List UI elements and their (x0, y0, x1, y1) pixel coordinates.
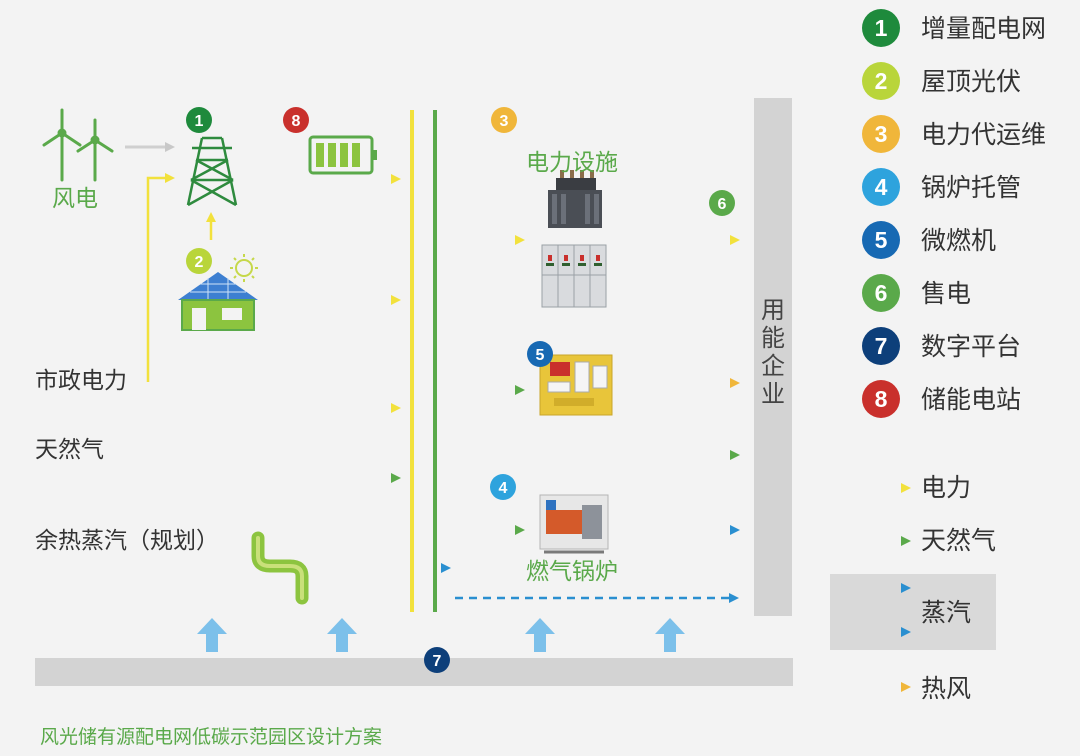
steam-legend-box (830, 574, 996, 650)
municipal-to-grid-line (146, 173, 175, 382)
svg-text:4: 4 (875, 174, 888, 200)
svg-text:5: 5 (536, 347, 545, 364)
legend-badge-4: 4 (862, 168, 900, 206)
municipal-power-label: 市政电力 (35, 368, 127, 394)
transmission-tower-icon (186, 136, 238, 207)
legend-badge-5: 5 (862, 221, 900, 259)
svg-text:8: 8 (292, 113, 301, 130)
wind-turbine-icon (42, 108, 114, 182)
flow-legend-hot-air: 热风 (921, 674, 972, 703)
legend-label-6: 售电 (921, 279, 972, 308)
user-enterprise-label: 用能企业 (761, 296, 785, 408)
svg-text:6: 6 (718, 196, 727, 213)
up-arrow-icon (525, 618, 555, 652)
legend-badges: 1 2 3 4 5 6 7 8 (862, 9, 900, 418)
legend-label-2: 屋顶光伏 (921, 67, 1022, 96)
svg-text:2: 2 (195, 254, 204, 271)
svg-text:3: 3 (500, 113, 509, 130)
badge-3: 3 (491, 107, 517, 133)
footer-caption: 风光储有源配电网低碳示范园区设计方案 (40, 726, 383, 748)
switchgear-icon (541, 244, 607, 308)
svg-text:4: 4 (499, 480, 508, 497)
up-arrows (197, 618, 685, 652)
legend-label-1: 增量配电网 (921, 14, 1047, 43)
badge-2: 2 (186, 248, 212, 274)
up-arrow-icon (327, 618, 357, 652)
legend-label-3: 电力代运维 (921, 120, 1047, 149)
legend-label-5: 微燃机 (921, 226, 997, 255)
flow-legend-power: 电力 (921, 473, 972, 502)
gas-boiler-label: 燃气锅炉 (526, 559, 618, 585)
svg-text:3: 3 (875, 121, 888, 147)
svg-text:7: 7 (433, 653, 442, 670)
svg-text:6: 6 (875, 280, 888, 306)
up-arrow-icon (655, 618, 685, 652)
legend-badge-1: 1 (862, 9, 900, 47)
svg-text:5: 5 (875, 227, 888, 253)
digital-platform-bar (35, 658, 793, 686)
legend-badge-6: 6 (862, 274, 900, 312)
legend-label-8: 储能电站 (921, 385, 1022, 414)
badge-5: 5 (527, 341, 553, 367)
badge-6: 6 (709, 190, 735, 216)
user-enterprise-bar (754, 98, 792, 616)
svg-text:2: 2 (875, 68, 888, 94)
solar-house-icon (178, 254, 258, 331)
legend-badge-8: 8 (862, 380, 900, 418)
legend-label-7: 数字平台 (921, 332, 1022, 361)
transformer-icon (548, 170, 602, 228)
micro-turbine-icon (539, 354, 613, 416)
up-arrow-icon (197, 618, 227, 652)
svg-text:1: 1 (875, 15, 888, 41)
badge-4: 4 (490, 474, 516, 500)
legend-label-4: 锅炉托管 (921, 173, 1022, 202)
power-facility-label: 电力设施 (526, 150, 618, 176)
battery-storage-icon (308, 135, 377, 175)
flow-legend-steam: 蒸汽 (921, 598, 972, 627)
wind-label: 风电 (52, 186, 98, 212)
legend-badge-7: 7 (862, 327, 900, 365)
legend-badge-3: 3 (862, 115, 900, 153)
svg-text:8: 8 (875, 386, 888, 412)
badge-7: 7 (424, 647, 450, 673)
svg-text:1: 1 (195, 113, 204, 130)
natural-gas-label: 天然气 (35, 437, 104, 463)
flow-legend-gas: 天然气 (921, 526, 997, 555)
legend-badge-2: 2 (862, 62, 900, 100)
svg-text:7: 7 (875, 333, 888, 359)
gas-boiler-icon (539, 494, 609, 554)
waste-steam-label: 余热蒸汽（规划） (35, 528, 219, 554)
badge-8: 8 (283, 107, 309, 133)
badge-1: 1 (186, 107, 212, 133)
steam-pipe-icon (251, 531, 309, 605)
